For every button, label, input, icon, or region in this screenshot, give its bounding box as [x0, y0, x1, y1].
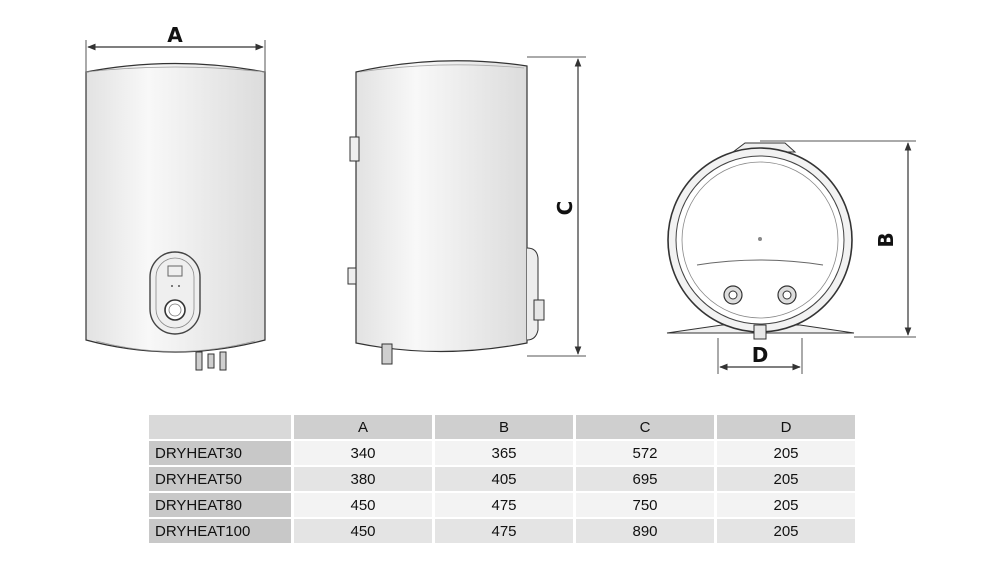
dim-label-d: D — [752, 343, 769, 367]
table-header-b: B — [435, 415, 573, 439]
table-row: DRYHEAT50 380 405 695 205 — [149, 467, 855, 491]
value-cell: 340 — [294, 441, 432, 465]
value-cell: 405 — [435, 467, 573, 491]
model-name-cell: DRYHEAT80 — [149, 493, 291, 517]
side-view: C — [347, 56, 586, 365]
dim-label-c: C — [553, 201, 577, 216]
table-header-d: D — [717, 415, 855, 439]
table-row: DRYHEAT80 450 475 750 205 — [149, 493, 855, 517]
value-cell: 890 — [576, 519, 714, 543]
value-cell: 450 — [294, 493, 432, 517]
value-cell: 475 — [435, 493, 573, 517]
top-view: B D — [666, 140, 916, 374]
side-control-panel — [526, 247, 539, 341]
side-pipe-icon — [381, 343, 393, 365]
front-view: A — [85, 23, 266, 371]
model-name-cell: DRYHEAT50 — [149, 467, 291, 491]
value-cell: 450 — [294, 519, 432, 543]
table-header-c: C — [576, 415, 714, 439]
dim-label-a: A — [167, 23, 183, 47]
control-panel — [149, 251, 201, 335]
table-header-row: A B C D — [149, 415, 855, 439]
control-knob-icon — [164, 299, 186, 321]
pipe-fitting-icon — [195, 351, 203, 371]
value-cell: 695 — [576, 467, 714, 491]
value-cell: 205 — [717, 467, 855, 491]
display-icon — [167, 265, 183, 277]
table-row: DRYHEAT100 450 475 890 205 — [149, 519, 855, 543]
table-row: DRYHEAT30 340 365 572 205 — [149, 441, 855, 465]
table-header-a: A — [294, 415, 432, 439]
model-name-cell: DRYHEAT100 — [149, 519, 291, 543]
value-cell: 750 — [576, 493, 714, 517]
value-cell: 205 — [717, 441, 855, 465]
front-tank-body — [85, 62, 266, 353]
mounting-bracket-icon — [349, 136, 360, 162]
dimensions-table: A B C D DRYHEAT30 340 365 572 205 DRYHEA… — [146, 413, 858, 545]
value-cell: 380 — [294, 467, 432, 491]
table-header-corner — [149, 415, 291, 439]
model-name-cell: DRYHEAT30 — [149, 441, 291, 465]
value-cell: 475 — [435, 519, 573, 543]
value-cell: 572 — [576, 441, 714, 465]
dim-label-b: B — [874, 232, 898, 247]
value-cell: 205 — [717, 519, 855, 543]
side-tank-body — [355, 60, 528, 353]
value-cell: 365 — [435, 441, 573, 465]
value-cell: 205 — [717, 493, 855, 517]
water-heater-dimension-drawing: A C — [85, 23, 916, 374]
